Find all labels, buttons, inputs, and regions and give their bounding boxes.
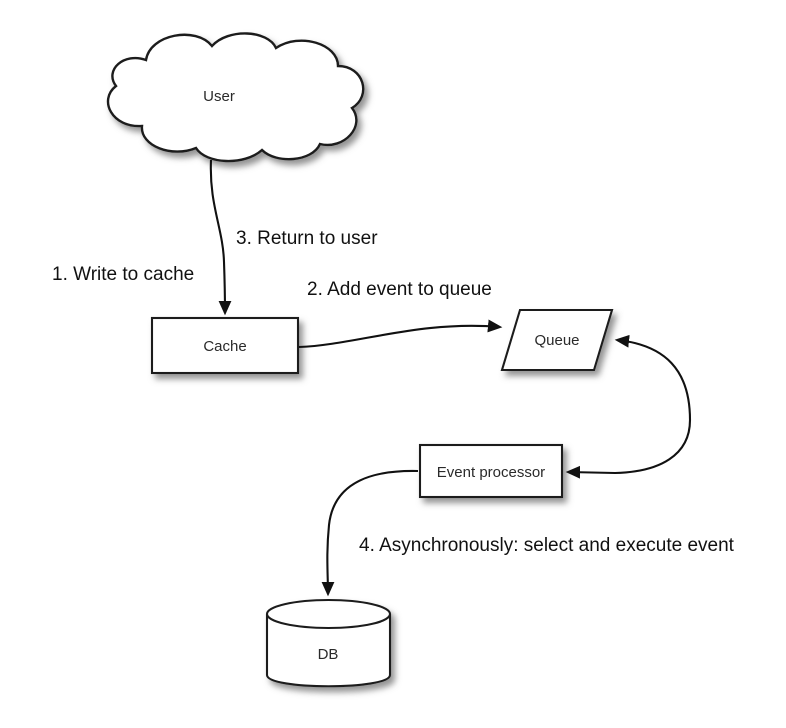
step-label-2: 2. Add event to queue [307, 279, 492, 300]
db-cylinder-top [265, 598, 392, 630]
node-user[interactable]: User [106, 32, 365, 163]
edge-event-processor-to-db [321, 469, 419, 597]
node-queue-label: Queue [534, 332, 579, 349]
edge-cache-to-queue [298, 319, 503, 349]
node-cache[interactable]: Cache [150, 316, 300, 375]
event-processor-box [418, 443, 564, 499]
step-label-1: 1. Write to cache [52, 264, 194, 285]
cloud-shape [106, 32, 365, 163]
node-event-processor[interactable]: Event processor [418, 443, 564, 499]
cache-box [150, 316, 300, 375]
step-label-4: 4. Asynchronously: select and execute ev… [359, 535, 735, 556]
edge-user-to-cache [209, 159, 232, 316]
step-label-3: 3. Return to user [236, 228, 378, 249]
edge-queue-event-processor [565, 334, 692, 479]
node-cache-label: Cache [203, 338, 246, 355]
db-cylinder-body [265, 613, 392, 688]
node-event-processor-label: Event processor [437, 464, 545, 481]
node-db[interactable]: DB [265, 598, 392, 688]
node-db-label: DB [318, 646, 339, 663]
node-queue[interactable]: Queue [500, 308, 614, 372]
node-user-label: User [203, 88, 235, 105]
